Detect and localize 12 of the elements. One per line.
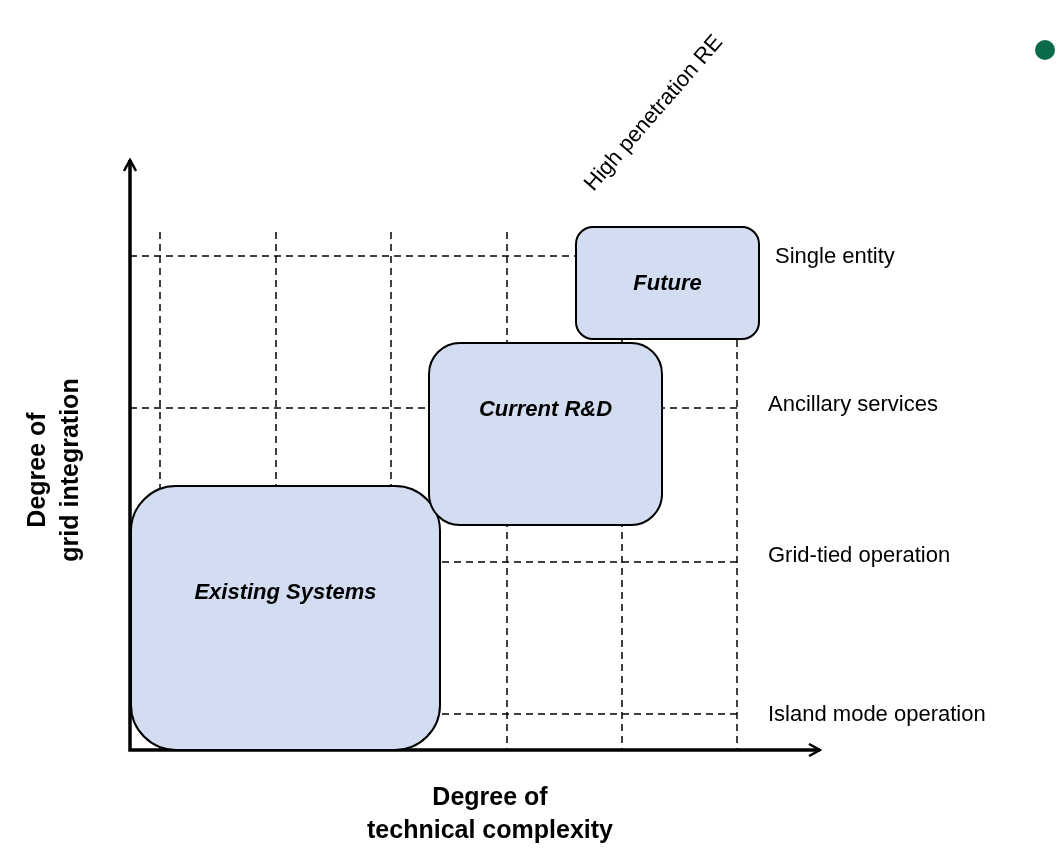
level-label: Grid-tied operation <box>768 542 951 568</box>
axis-title: Degree of technical complexity <box>366 780 614 845</box>
level-label: Single entity <box>775 243 895 269</box>
rounded-box <box>130 485 441 751</box>
box-label: Existing Systems <box>194 579 377 605</box>
box-label: Future <box>633 270 702 296</box>
axis-title: Degree of grid integration <box>20 377 84 564</box>
level-label: Island mode operation <box>768 701 986 727</box>
rounded-box <box>575 226 760 340</box>
box-label: Current R&D <box>478 396 613 422</box>
rounded-box <box>428 342 663 526</box>
level-label: Ancillary services <box>768 391 938 417</box>
